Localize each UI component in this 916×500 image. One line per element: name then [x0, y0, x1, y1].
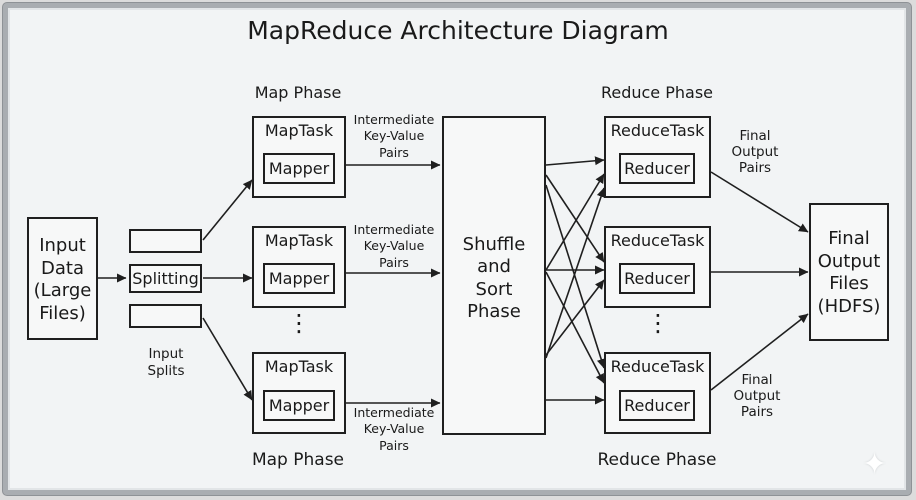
- reducer-box: Reducer: [619, 263, 695, 294]
- mapper-label: Mapper: [268, 396, 330, 415]
- arrow-reducetask-3-to-output: [710, 313, 809, 391]
- intermediate-pairs-label-1: Intermediate Key-Value Pairs: [353, 112, 435, 160]
- maptask-box-1: MapTask Mapper: [252, 116, 346, 198]
- reducetask-title: ReduceTask: [610, 231, 705, 250]
- reducetask-box-1: ReduceTask Reducer: [604, 116, 711, 198]
- input-split-box-bottom: [129, 304, 202, 328]
- reducer-box: Reducer: [619, 153, 695, 184]
- reducetask-ellipsis: ⋮: [646, 309, 670, 337]
- final-output-files-label: Final Output Files (HDFS): [817, 228, 881, 317]
- arrow-shuffle-to-reducetask-3-a: [545, 184, 606, 369]
- input-data-label: Input Data (Large Files): [33, 235, 92, 324]
- maptask-title: MapTask: [264, 357, 334, 376]
- reducer-label: Reducer: [624, 159, 690, 178]
- arrow-shuffle-to-reducetask-2-c: [545, 279, 605, 356]
- reducetask-box-3: ReduceTask Reducer: [604, 352, 711, 434]
- mapper-box: Mapper: [263, 390, 335, 421]
- maptask-box-3: MapTask Mapper: [252, 352, 346, 434]
- arrow-shuffle-to-reducetask-1-a: [545, 156, 605, 166]
- input-data-box: Input Data (Large Files): [27, 217, 98, 340]
- intermediate-pairs-label-3: Intermediate Key-Value Pairs: [353, 405, 435, 453]
- final-output-pairs-label-2: Final Output Pairs: [733, 372, 781, 421]
- mapper-label: Mapper: [268, 159, 330, 178]
- mapper-box: Mapper: [263, 153, 335, 184]
- arrow-reducetask-1-to-output: [710, 171, 809, 233]
- reduce-phase-top-label: Reduce Phase: [600, 83, 714, 102]
- maptask-ellipsis: ⋮: [287, 309, 311, 337]
- reduce-phase-bottom-label: Reduce Phase: [597, 450, 717, 470]
- arrow-shuffle-to-reducetask-1-c: [545, 187, 606, 359]
- maptask-box-2: MapTask Mapper: [252, 226, 346, 308]
- maptask-title: MapTask: [264, 231, 334, 250]
- intermediate-pairs-label-2: Intermediate Key-Value Pairs: [353, 222, 435, 270]
- shuffle-sort-box: Shuffle and Sort Phase: [442, 116, 546, 435]
- arrow-split-to-maptask-3: [202, 317, 253, 401]
- arrow-shuffle-to-reducetask-1-b: [545, 173, 605, 271]
- shuffle-sort-label: Shuffle and Sort Phase: [462, 234, 526, 322]
- mapper-box: Mapper: [263, 263, 335, 294]
- input-splits-label: Input Splits: [147, 346, 185, 379]
- reducetask-box-2: ReduceTask Reducer: [604, 226, 711, 308]
- reducer-label: Reducer: [624, 396, 690, 415]
- reducer-label: Reducer: [624, 269, 690, 288]
- arrow-split-to-maptask-1: [202, 179, 253, 241]
- reducetask-title: ReduceTask: [610, 121, 705, 140]
- sparkle-icon: ✦: [862, 447, 888, 482]
- input-split-box-top: [129, 229, 202, 253]
- splitting-label: Splitting: [132, 269, 199, 288]
- final-output-files-box: Final Output Files (HDFS): [809, 203, 889, 341]
- map-phase-top-label: Map Phase: [254, 83, 342, 102]
- final-output-pairs-label-1: Final Output Pairs: [731, 128, 779, 177]
- reducer-box: Reducer: [619, 390, 695, 421]
- maptask-title: MapTask: [264, 121, 334, 140]
- map-phase-bottom-label: Map Phase: [251, 450, 345, 470]
- reducetask-title: ReduceTask: [610, 357, 705, 376]
- arrow-shuffle-to-reducetask-2-a: [545, 174, 605, 263]
- arrow-shuffle-to-reducetask-3-b: [545, 271, 605, 384]
- diagram-title: MapReduce Architecture Diagram: [247, 16, 669, 45]
- mapper-label: Mapper: [268, 269, 330, 288]
- splitting-box: Splitting: [129, 264, 202, 293]
